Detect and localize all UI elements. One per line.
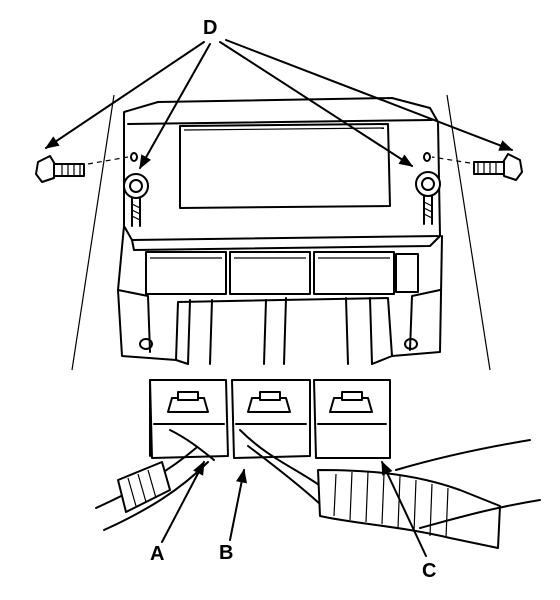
installed-bolt-left xyxy=(123,173,149,227)
label-b-leader xyxy=(229,468,248,541)
label-b: B xyxy=(219,542,234,564)
bolt-hole-right xyxy=(423,152,431,162)
bolt-hole-left xyxy=(130,152,138,162)
label-a: A xyxy=(150,543,165,565)
background-guide-lines xyxy=(71,94,491,371)
label-a-leader xyxy=(161,460,205,543)
loose-bolt-right xyxy=(431,153,523,181)
label-c-leader xyxy=(381,460,427,557)
connector-c xyxy=(313,379,391,459)
control-unit-housing xyxy=(117,97,443,365)
label-d: D xyxy=(203,17,218,39)
connector-a xyxy=(149,379,229,459)
wire-harness xyxy=(95,429,541,549)
loose-bolt-left xyxy=(35,155,129,183)
connector-b xyxy=(231,379,311,459)
label-d-leaders xyxy=(44,39,514,170)
installed-bolt-right xyxy=(415,171,441,225)
label-c: C xyxy=(422,560,437,582)
